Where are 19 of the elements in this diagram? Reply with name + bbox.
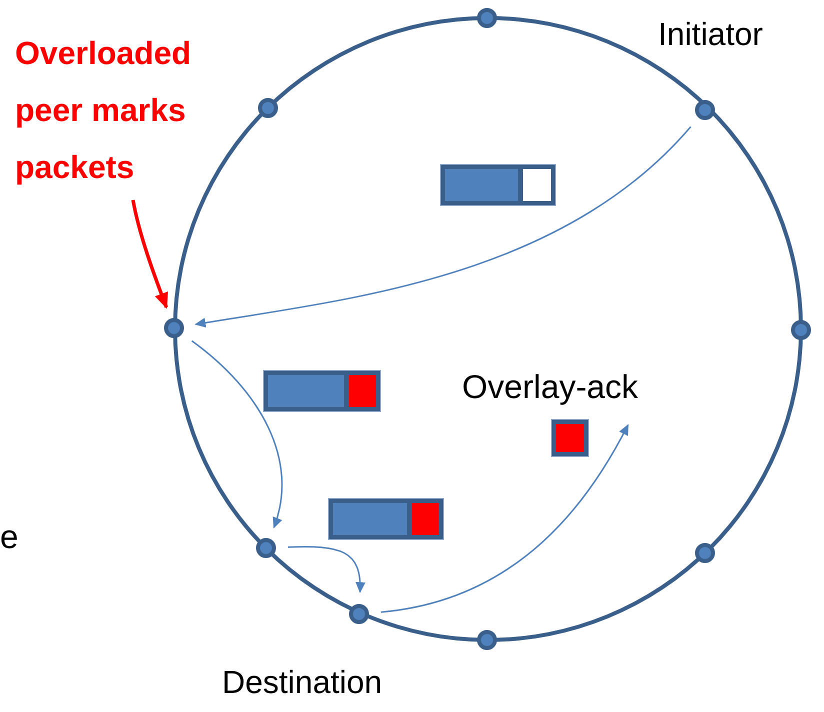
callout-text: Overloaded peer marks packets: [15, 25, 265, 196]
peer-node: [258, 98, 278, 118]
node-label: Destination: [222, 664, 382, 701]
arrow: [194, 126, 692, 328]
peer-node: [256, 538, 276, 558]
arrow: [288, 546, 366, 594]
peer-node: [477, 8, 497, 28]
text-label: e: [0, 518, 18, 556]
leader-arrow: [131, 200, 169, 309]
arrow: [191, 340, 282, 528]
peer-node: [164, 318, 184, 338]
peer-node: [695, 543, 715, 563]
peer-node: [477, 630, 497, 650]
peer-node: [349, 604, 369, 624]
text-label: Overlay-ack: [462, 368, 638, 406]
arrow: [380, 424, 629, 613]
peer-node: [791, 320, 811, 340]
node-label: Initiator: [658, 16, 763, 53]
peer-node: [695, 100, 715, 120]
